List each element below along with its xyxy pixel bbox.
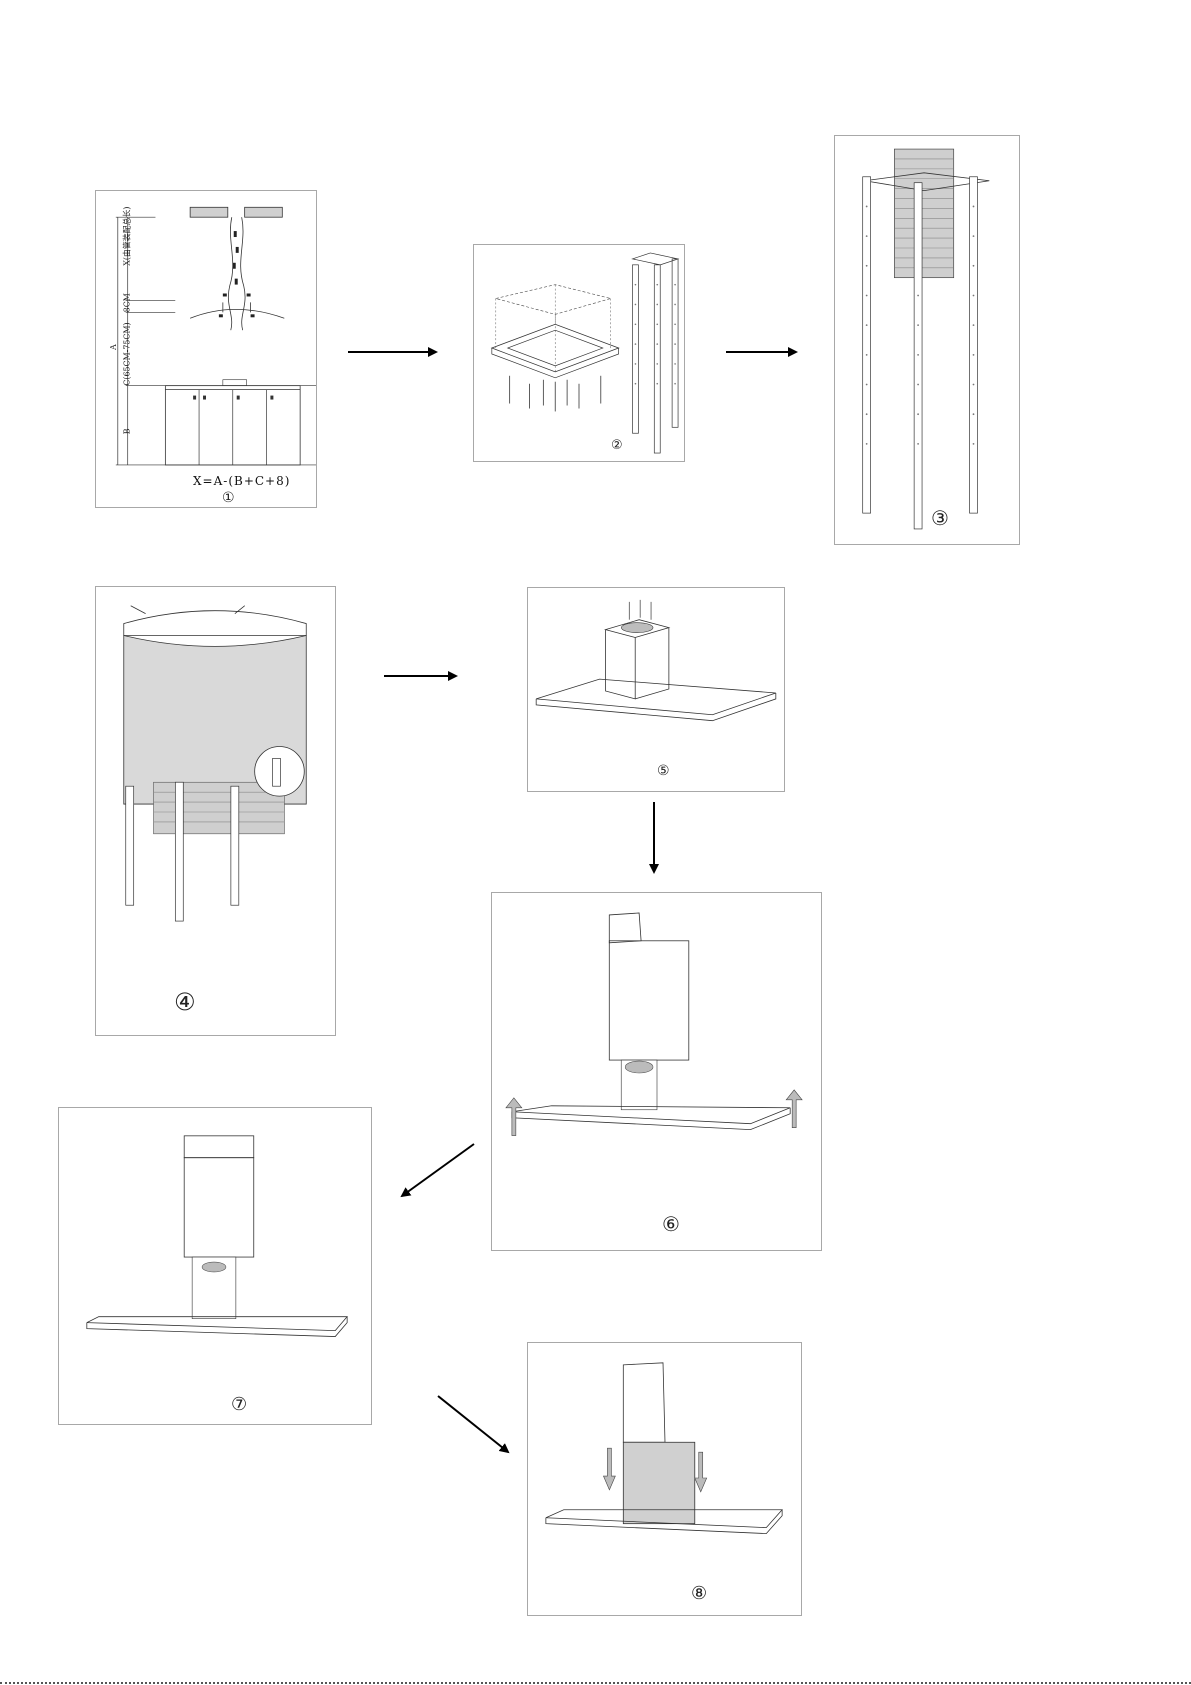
hood-lift-drawing: [492, 893, 821, 1250]
step-4-panel: ④: [95, 586, 336, 1036]
step-7-label: ⑦: [231, 1394, 247, 1415]
page-bottom-rule: [0, 1682, 1191, 1684]
arrow-6-to-7: [402, 1144, 474, 1196]
step-8-label: ⑧: [691, 1583, 707, 1604]
step-3-label: ③: [931, 506, 949, 530]
chimney-on-hood-drawing: [528, 588, 784, 791]
dim-a-label: A: [109, 344, 118, 351]
arrow-7-to-8: [438, 1396, 508, 1452]
step-3-panel: ③: [834, 135, 1020, 545]
step-2-panel: ②: [473, 244, 685, 462]
bracket-assembly-drawing: [474, 245, 684, 461]
dim-x-label: X(由管装配总长): [122, 207, 132, 266]
step-1-panel: X(由管装配总长) 8CM C(65CM-75CM) A B X=A-(B+C+…: [95, 190, 317, 508]
step-8-panel: ⑧: [527, 1342, 802, 1616]
dim-8cm-label: 8CM: [123, 293, 132, 312]
lower-cover-drawing: [528, 1343, 801, 1615]
step-6-panel: ⑥: [491, 892, 822, 1251]
duct-on-posts-drawing: [835, 136, 1019, 544]
step-5-panel: ⑤: [527, 587, 785, 792]
duct-connect-drawing: [59, 1108, 371, 1424]
dim-b-label: B: [123, 428, 132, 434]
cover-install-drawing: [96, 587, 335, 1035]
room-dimension-drawing: X(由管装配总长) 8CM C(65CM-75CM) A B: [96, 191, 316, 507]
step-6-label: ⑥: [662, 1212, 680, 1236]
step-2-label: ②: [611, 438, 623, 453]
step-7-panel: ⑦: [58, 1107, 372, 1425]
dim-c-label: C(65CM-75CM): [123, 322, 132, 385]
step-5-label: ⑤: [657, 763, 670, 779]
step-4-label: ④: [174, 988, 196, 1016]
step-1-label: ①: [222, 490, 235, 506]
height-formula: X=A-(B+C+8): [193, 474, 290, 488]
